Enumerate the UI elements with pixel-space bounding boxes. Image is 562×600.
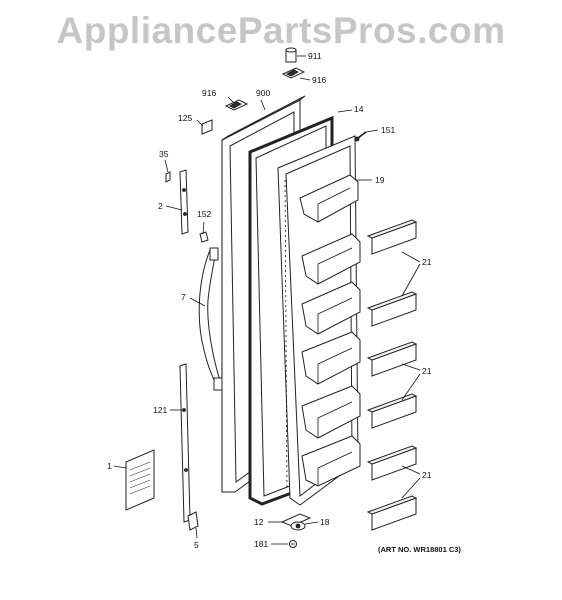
label-14: 14 xyxy=(354,104,364,114)
label-5: 5 xyxy=(194,540,199,550)
hinge-bushing-911 xyxy=(285,47,297,63)
label-125: 125 xyxy=(178,113,192,123)
watermark: AppliancePartsPros.com xyxy=(56,10,506,51)
hinge-shim-916-left xyxy=(224,99,249,111)
bin-front-21-3 xyxy=(366,341,418,377)
label-1: 1 xyxy=(107,461,112,471)
screw-181 xyxy=(289,540,297,548)
label-21-top: 21 xyxy=(422,257,432,267)
bin-front-21-6 xyxy=(366,495,418,531)
label-916-top: 916 xyxy=(312,75,326,85)
label-12: 12 xyxy=(254,517,264,527)
liner-shelf-5 xyxy=(301,385,361,439)
door-handle-7 xyxy=(198,247,223,391)
handle-mount-2 xyxy=(179,169,189,235)
instruction-card-1 xyxy=(125,449,155,511)
bin-front-21-4 xyxy=(366,393,418,429)
label-911: 911 xyxy=(308,51,322,61)
liner-shelf-3 xyxy=(301,281,361,335)
hinge-bushing-12 xyxy=(280,513,312,527)
screw-152 xyxy=(199,231,209,243)
hinge-shim-916-top xyxy=(281,67,306,79)
liner-shelf-6 xyxy=(301,435,361,487)
liner-shelf-1 xyxy=(299,174,359,223)
label-19: 19 xyxy=(375,175,385,185)
liner-shelf-4 xyxy=(301,331,361,385)
liner-shelf-2 xyxy=(301,233,361,285)
label-900: 900 xyxy=(256,88,270,98)
hinge-bracket-18 xyxy=(290,521,306,531)
cover-125 xyxy=(201,119,213,135)
label-18: 18 xyxy=(320,517,330,527)
bin-front-21-1 xyxy=(366,219,418,255)
leader-lines xyxy=(113,55,421,545)
cap-35 xyxy=(165,171,171,183)
label-2: 2 xyxy=(158,201,163,211)
label-35: 35 xyxy=(159,149,169,159)
bin-front-21-5 xyxy=(366,445,418,481)
label-21-bottom: 21 xyxy=(422,470,432,480)
bin-front-21-2 xyxy=(366,291,418,327)
label-181: 181 xyxy=(254,539,268,549)
label-151: 151 xyxy=(381,125,395,135)
cap-5 xyxy=(187,511,199,531)
callout-labels: 911 916 916 900 14 125 151 35 19 2 152 2… xyxy=(107,51,432,550)
art-number: (ART NO. WR18801 C3) xyxy=(378,545,461,554)
handle-mount-121 xyxy=(179,363,191,523)
label-7: 7 xyxy=(181,292,186,302)
label-121: 121 xyxy=(153,405,167,415)
screw-151 xyxy=(354,131,367,142)
label-152: 152 xyxy=(197,209,211,219)
label-916-left: 916 xyxy=(202,88,216,98)
label-21-middle: 21 xyxy=(422,366,432,376)
